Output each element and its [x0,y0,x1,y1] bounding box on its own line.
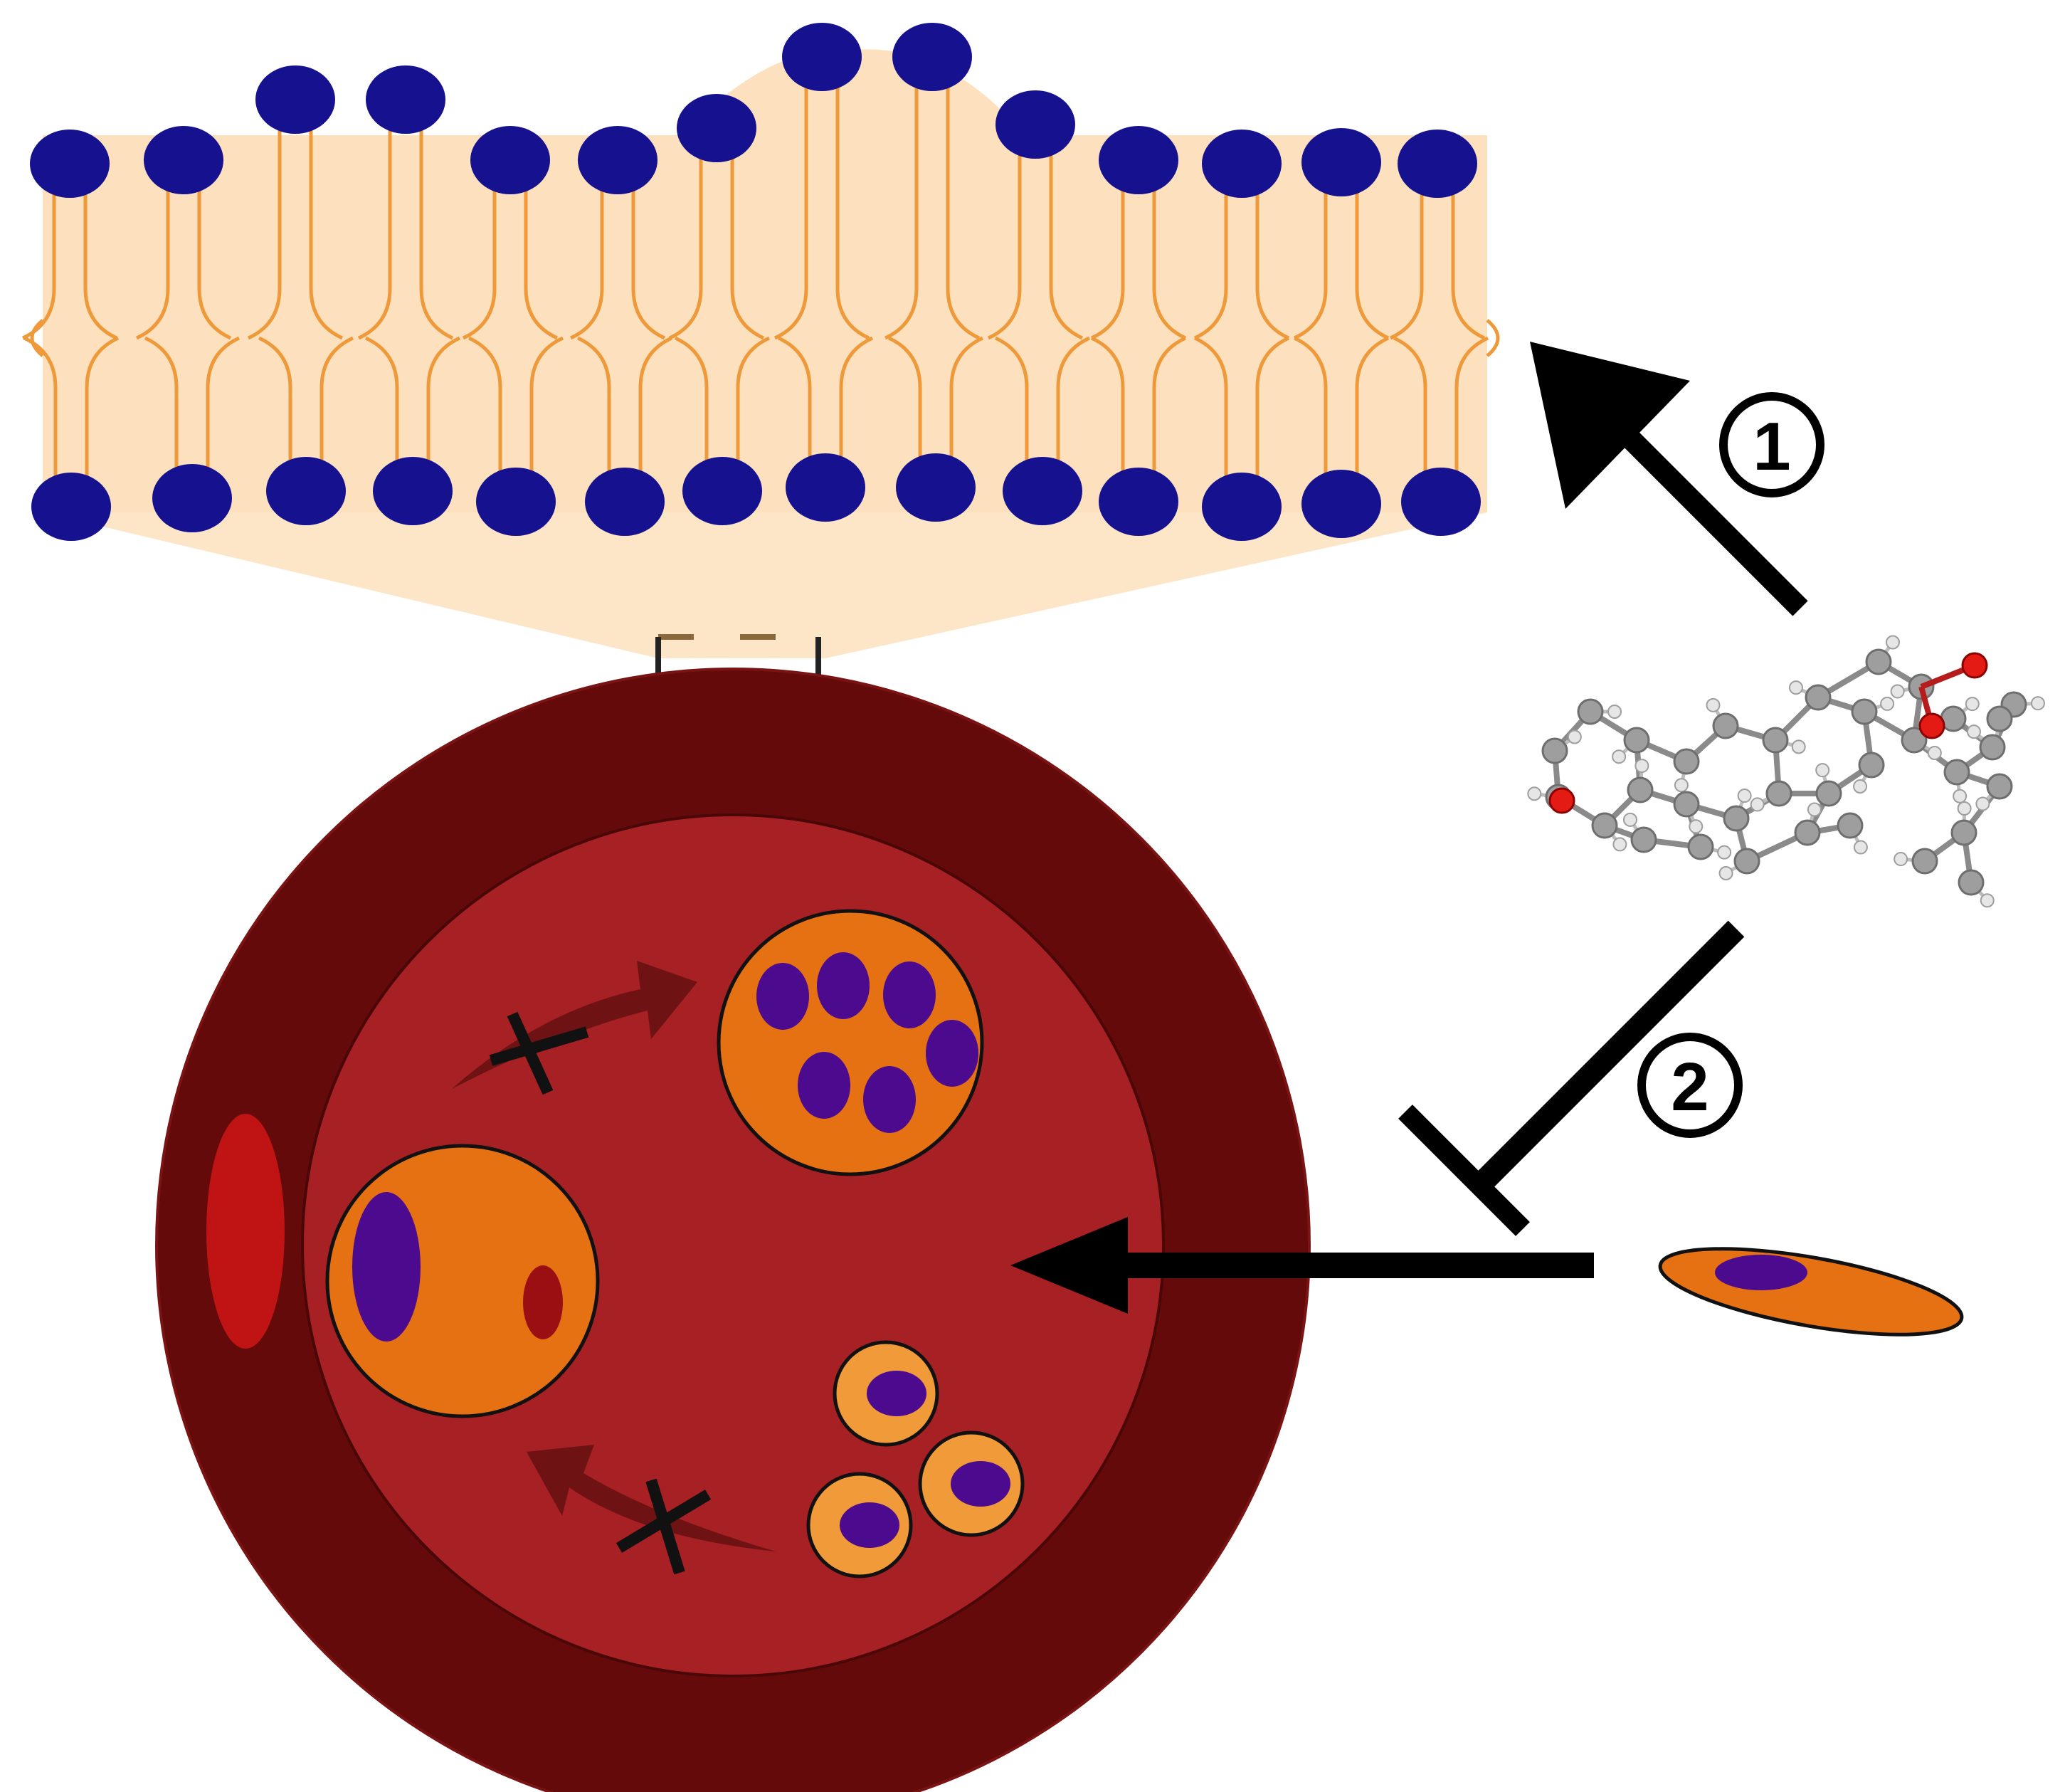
step-1-marker: 1 [1719,392,1824,497]
cross-mark-icon [489,1011,589,1095]
cross-mark-icon [616,1478,712,1575]
lipid-head [1301,128,1381,196]
lipid-tails [21,85,1500,478]
lipid-head [1202,473,1282,541]
lipid-head [1202,130,1282,198]
lipid-head [585,468,665,536]
lipid-bilayer [21,23,1500,658]
lipid-head [677,94,756,162]
blocked-arrow-upper [452,961,697,1095]
schizont-nucleus [926,1020,978,1087]
lipid-head [144,126,223,194]
lipid-head [476,468,556,536]
merozoite-icon [1658,1247,1964,1337]
lipid-head [31,473,111,541]
food-vacuole [523,1265,563,1339]
lipid-head [1099,468,1178,536]
zoom-bracket [655,634,821,676]
lipid-head [30,130,110,198]
inhibition-bar-icon: 2 [1398,920,1745,1236]
infected-erythrocyte-icon [155,668,1311,1792]
lipid-head [578,126,657,194]
step-2-marker: 2 [1637,1033,1743,1138]
membrane-zoom-funnel [43,512,1487,658]
ring-stage [918,1430,1025,1537]
schizont-nucleus [798,1052,850,1119]
lipid-heads [30,23,1481,541]
ring-stage [806,1472,913,1578]
lipid-head [782,23,862,91]
lipid-head [1398,130,1477,198]
lipid-head [1003,457,1082,525]
invasion-arrow [1010,1217,1594,1314]
lipid-head [266,457,346,525]
lipid-head [152,464,232,532]
membrane-band [43,49,1487,513]
lipid-head [1099,126,1178,194]
step-1-label: 1 [1753,409,1790,485]
schizont-nucleus [863,1066,916,1133]
steroid-molecule-icon [1527,635,2045,908]
lipid-head [1301,470,1381,538]
schizont-nucleus [883,961,936,1028]
schizont [717,909,984,1176]
lipid-head [255,65,335,134]
arrow-to-membrane: 1 [1530,342,1824,616]
lipid-head [373,457,453,525]
schizont-nuclei [756,952,978,1133]
lipid-head [896,453,976,522]
lipid-head [682,457,762,525]
trophozoite-nucleus [352,1192,421,1342]
schizont-nucleus [817,952,870,1019]
step-2-label: 2 [1671,1049,1708,1125]
ring-stages [806,1340,1025,1578]
lipid-head [366,65,445,134]
lipid-head [892,23,972,91]
blocked-arrow-lower [527,1445,776,1575]
lipid-head [786,453,865,522]
schizont-nucleus [756,963,809,1030]
lipid-head [1401,468,1481,536]
trophozoite [325,1144,600,1418]
ring-stage [833,1340,939,1447]
red-streak [206,1114,285,1349]
lipid-head [995,90,1075,159]
lipid-head [470,126,550,194]
